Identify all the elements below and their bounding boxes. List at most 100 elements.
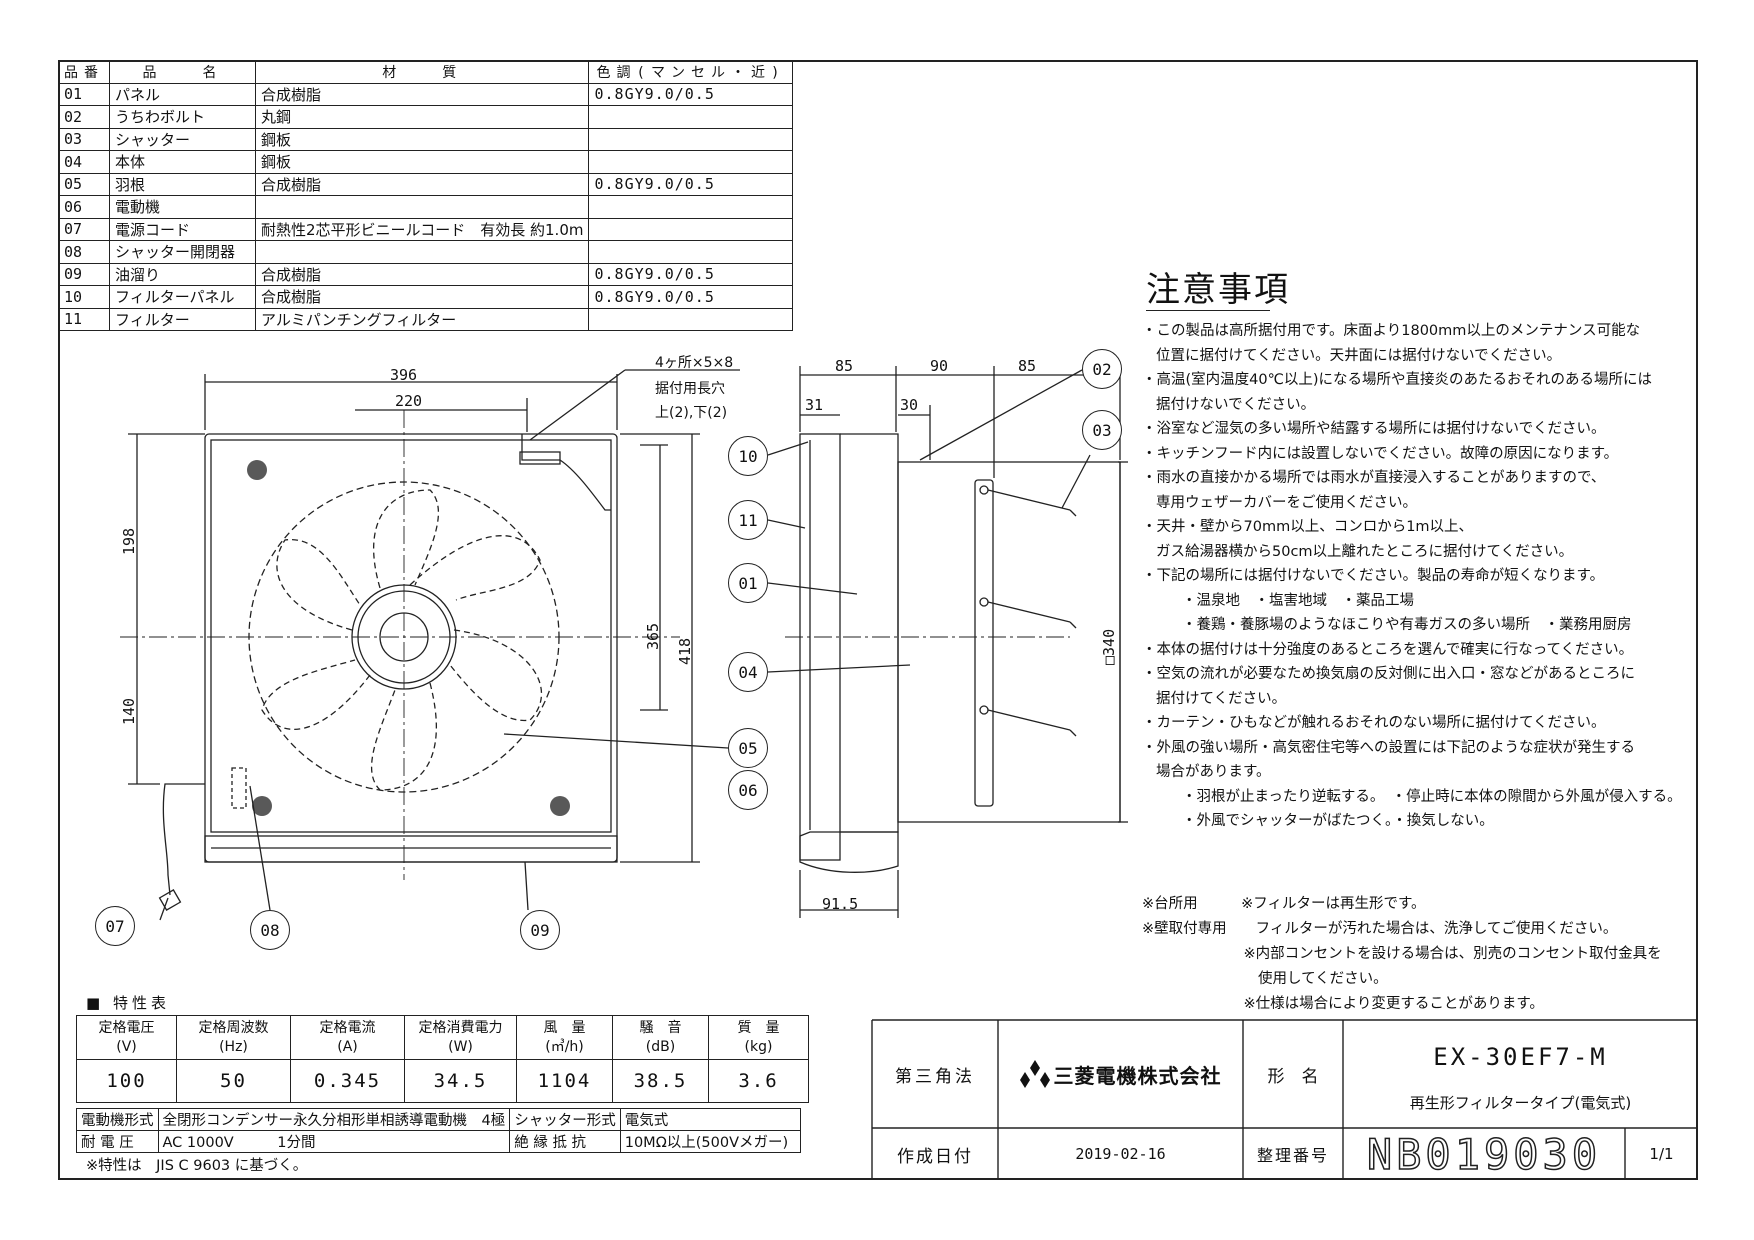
caution-item: ・雨水の直接かかる場所では雨水が直接浸入することがありますので、 bbox=[1142, 470, 1606, 486]
dim-total-height: 418 bbox=[676, 637, 694, 665]
drawing-frame bbox=[58, 60, 1698, 1180]
extra-notes: ※台所用 ※フィルターは再生形です。※壁取付専用 フィルターが汚れた場合は、洗浄… bbox=[1142, 892, 1662, 1017]
caution-item: ガス給湯器横から50cm以上離れたところに据付けてください。 bbox=[1156, 543, 1574, 560]
spec-value: 38.5 bbox=[612, 1059, 709, 1103]
spec-header: 質 量 (kg) bbox=[708, 1015, 809, 1060]
parts-name: パネル bbox=[109, 82, 256, 106]
callout-10: 10 bbox=[728, 436, 768, 476]
spec-title: ■ 特性表 bbox=[86, 994, 170, 1012]
dim-width-offset: 220 bbox=[395, 392, 423, 410]
spec-header: 騒 音 (dB) bbox=[612, 1015, 709, 1060]
caution-item: ・外風でシャッターがばたつく。・換気しない。 bbox=[1182, 813, 1494, 829]
voltage-label: 耐 電 圧 bbox=[76, 1130, 159, 1153]
caution-item: ・高温(室内温度40℃以上)になる場所や直接炎のあたるおそれのある場所には bbox=[1142, 372, 1653, 388]
parts-color bbox=[588, 195, 794, 219]
mitsubishi-logo-icon bbox=[1019, 1060, 1050, 1088]
parts-no: 01 bbox=[58, 82, 110, 106]
spec-header: 定格電流 (A) bbox=[290, 1015, 405, 1060]
caution-item: ・カーテン・ひもなどが触れるおそれのない場所に据付けてください。 bbox=[1142, 715, 1606, 731]
extra-note: ※壁取付専用 フィルターが汚れた場合は、洗浄してご使用ください。 bbox=[1142, 921, 1618, 937]
parts-name: シャッター bbox=[109, 127, 256, 151]
spec-detail-table: 電動機形式 全閉形コンデンサー永久分相形単相誘導電動機 4極 シャッター形式 電… bbox=[76, 1108, 801, 1153]
caution-item: 据付けないでください。 bbox=[1156, 396, 1316, 413]
mount-hole-label-2: 据付用長穴 bbox=[655, 381, 725, 397]
caution-item: ・浴室など湿気の多い場所や結露する場所には据付けないでください。 bbox=[1142, 421, 1606, 437]
parts-name: 電動機 bbox=[109, 195, 256, 219]
caution-item: ・温泉地 ・塩害地域 ・薬品工場 bbox=[1182, 592, 1414, 609]
parts-name: 電源コード bbox=[109, 217, 256, 241]
parts-color: 0.8GY9.0/0.5 bbox=[588, 82, 794, 106]
spec-header: 風 量 (㎥/h) bbox=[516, 1015, 613, 1060]
extra-note: 使用してください。 bbox=[1142, 971, 1388, 987]
caution-item: 場合があります。 bbox=[1156, 764, 1271, 780]
caution-item: ・下記の場所には据付けないでください。製品の寿命が短くなります。 bbox=[1142, 568, 1605, 584]
spec-header: 定格消費電力 (W) bbox=[404, 1015, 517, 1060]
dim-duct-size: □340 bbox=[1100, 628, 1118, 665]
parts-material: 鋼板 bbox=[254, 150, 590, 174]
sheet-number: 1/1 bbox=[1649, 1145, 1674, 1163]
caution-item: ・空気の流れが必要なため換気扇の反対側に出入口・窓などがあるところに bbox=[1142, 666, 1635, 682]
caution-title: 注意事項 bbox=[1146, 270, 1290, 310]
dim-side-depth: 91.5 bbox=[822, 895, 859, 913]
model-description: 再生形フィルタータイプ(電気式) bbox=[1409, 1093, 1632, 1112]
caution-item: 位置に据付けてください。天井面には据付けないでください。 bbox=[1156, 347, 1562, 364]
parts-material: 耐熱性2芯平形ビニールコード 有効長 約1.0m bbox=[254, 217, 590, 241]
motor-value: 全閉形コンデンサー永久分相形単相誘導電動機 4極 bbox=[157, 1108, 511, 1131]
mount-hole-label-1: 4ヶ所×5×8 bbox=[655, 355, 734, 371]
extra-note: ※内部コンセントを設ける場合は、別売のコンセント取付金具を bbox=[1142, 946, 1662, 962]
extra-note: ※仕様は場合により変更することがあります。 bbox=[1142, 996, 1544, 1012]
parts-color bbox=[588, 307, 794, 331]
dim-side-30: 30 bbox=[900, 396, 919, 414]
parts-name: うちわボルト bbox=[109, 105, 256, 129]
spec-table: 定格電圧 (V)定格周波数 (Hz)定格電流 (A)定格消費電力 (W)風 量 … bbox=[76, 1015, 809, 1103]
drawing-number: NB019030 bbox=[1343, 1128, 1625, 1180]
parts-material: 合成樹脂 bbox=[254, 262, 590, 286]
date-label: 作成日付 bbox=[897, 1146, 973, 1167]
parts-color bbox=[588, 127, 794, 151]
callout-07: 07 bbox=[95, 906, 135, 946]
title-block: 第三角法 三菱電機株式会社 形 名 EX-30EF7-M 再生形フィルタータイプ… bbox=[872, 1020, 1698, 1180]
caution-item: 据付けてください。 bbox=[1156, 690, 1287, 707]
callout-02: 02 bbox=[1082, 349, 1122, 389]
callout-08: 08 bbox=[250, 910, 290, 950]
spec-value: 1104 bbox=[516, 1059, 613, 1103]
dim-height-top: 198 bbox=[120, 527, 138, 555]
callout-06: 06 bbox=[728, 770, 768, 810]
voltage-value: AC 1000V 1分間 bbox=[157, 1130, 511, 1153]
caution-item: ・養鶏・養豚場のようなほこりや有毒ガスの多い場所 ・業務用厨房 bbox=[1182, 617, 1632, 633]
callout-04: 04 bbox=[728, 652, 768, 692]
parts-color bbox=[588, 150, 794, 174]
caution-item: ・キッチンフード内には設置しないでください。故障の原因になります。 bbox=[1142, 445, 1619, 462]
shutter-label: シャッター形式 bbox=[509, 1108, 621, 1131]
model-text: EX-30EF7-M bbox=[1433, 1043, 1608, 1071]
dim-width-total: 396 bbox=[390, 366, 418, 384]
dim-side-31: 31 bbox=[805, 396, 824, 414]
dim-height-bottom: 140 bbox=[120, 697, 138, 725]
company-name: 三菱電機株式会社 bbox=[1053, 1063, 1222, 1088]
front-panel-inner bbox=[210, 439, 612, 833]
mount-hole-label-3: 上(2),下(2) bbox=[655, 405, 728, 421]
spec-value: 34.5 bbox=[404, 1059, 517, 1103]
company-logo: 三菱電機株式会社 bbox=[998, 1020, 1243, 1128]
parts-color: 0.8GY9.0/0.5 bbox=[588, 172, 794, 196]
callout-09: 09 bbox=[520, 910, 560, 950]
callout-01: 01 bbox=[728, 563, 768, 603]
parts-header-1: 品 名 bbox=[109, 60, 256, 84]
caution-notes: 注意事項 ・この製品は高所据付用です。床面より1800mm以上のメンテナンス可能… bbox=[1142, 270, 1702, 834]
insulation-value: 10MΩ以上(500Vメガー) bbox=[619, 1130, 801, 1153]
drawing-number-text: NB019030 bbox=[1366, 1129, 1602, 1180]
parts-no: 08 bbox=[58, 240, 110, 264]
parts-no: 11 bbox=[58, 307, 110, 331]
caution-item: ・この製品は高所据付用です。床面より1800mm以上のメンテナンス可能な bbox=[1142, 323, 1641, 339]
parts-material: 丸鋼 bbox=[254, 105, 590, 129]
dim-inner-height: 365 bbox=[644, 622, 662, 650]
motor-label: 電動機形式 bbox=[76, 1108, 159, 1131]
